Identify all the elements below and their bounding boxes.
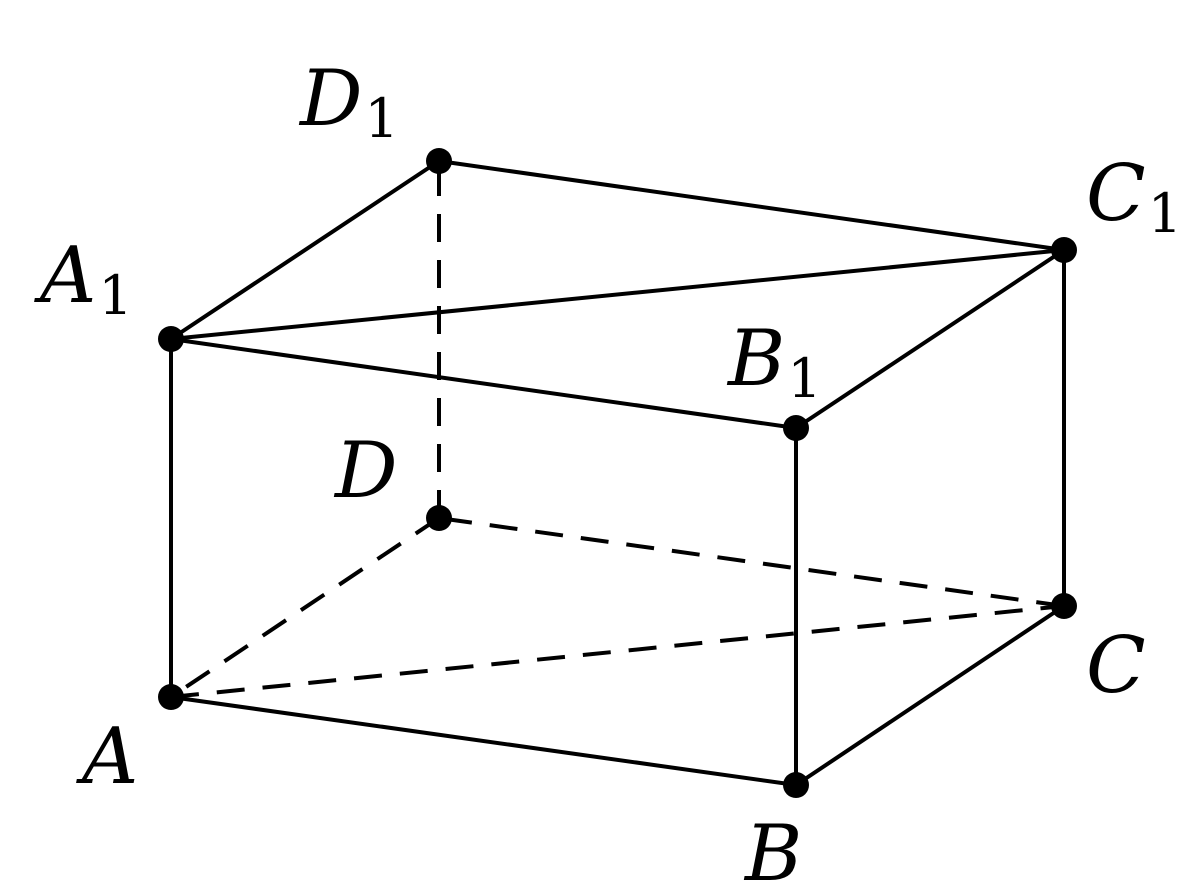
edge-a-b — [169, 695, 798, 787]
edge-d1-a1 — [169, 159, 441, 341]
vertex-label-c: C — [1086, 621, 1146, 711]
vertex-c1 — [1051, 237, 1077, 263]
vertex-subscript: 1 — [1148, 182, 1182, 245]
vertex-letter: A — [34, 231, 96, 321]
vertex-a — [158, 684, 184, 710]
edge-a1-b1 — [169, 337, 798, 430]
vertex-c — [1051, 593, 1077, 619]
vertex-subscript: 1 — [365, 87, 399, 150]
vertex-subscript: 1 — [98, 264, 132, 327]
vertex-d — [426, 505, 452, 531]
edge-a1-c1 — [169, 248, 1066, 341]
edge-a-c-dashed — [170, 604, 1065, 699]
edges-layer — [169, 159, 1066, 787]
vertex-label-a1: A1 — [34, 231, 133, 327]
vertex-label-a: A — [76, 712, 138, 802]
vertex-letter: C — [1086, 621, 1146, 711]
vertex-label-b: B — [743, 809, 802, 896]
vertex-subscript: 1 — [787, 347, 821, 410]
edge-b1-c1 — [794, 248, 1066, 430]
vertex-letter: D — [333, 426, 398, 516]
vertex-letter: A — [76, 712, 138, 802]
vertex-label-d1: D1 — [298, 54, 399, 150]
vertex-letter: B — [743, 809, 802, 896]
vertex-letter: B — [726, 314, 785, 404]
vertex-b — [783, 772, 809, 798]
edge-c-d-dashed — [438, 516, 1065, 608]
edge-b-c — [794, 604, 1066, 787]
vertex-label-c1: C1 — [1086, 149, 1182, 245]
vertex-a1 — [158, 326, 184, 352]
edge-c1-d1 — [437, 159, 1066, 252]
vertex-b1 — [783, 415, 809, 441]
vertex-label-b1: B1 — [726, 314, 822, 410]
vertex-letter: C — [1086, 149, 1146, 239]
vertex-label-d: D — [333, 426, 398, 516]
vertex-letter: D — [298, 54, 363, 144]
vertex-d1 — [426, 148, 452, 174]
edge-d-a-dashed — [169, 516, 441, 699]
vertices-layer — [158, 148, 1077, 798]
